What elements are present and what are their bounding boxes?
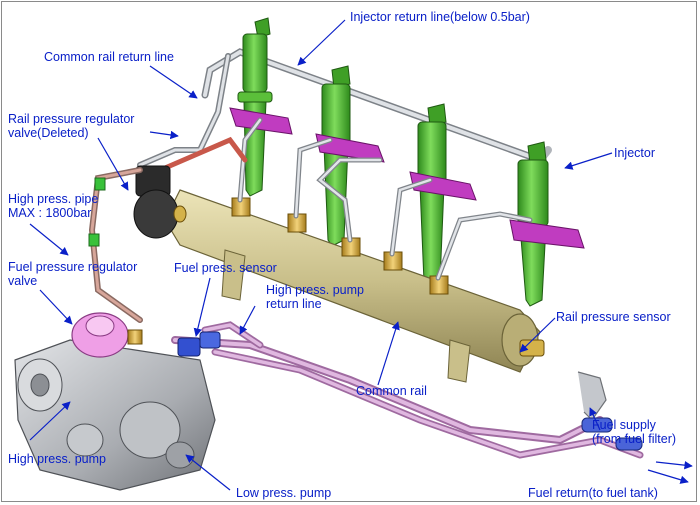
rail-fittings: [231, 197, 449, 295]
label-fuel-pressure-regulator-line1: Fuel pressure regulator: [8, 260, 138, 274]
high-pressure-pump: [14, 339, 216, 491]
label-high-press-pump-return-line: High press. pump return line: [266, 283, 364, 311]
label-common-rail: Common rail: [356, 384, 427, 398]
injector-3: [417, 103, 447, 289]
pump-hoses: [171, 321, 644, 459]
label-fuel-supply: Fuel supply (from fuel filter): [592, 418, 676, 446]
label-fuel-pressure-regulator-line2: valve: [8, 274, 38, 288]
label-fuel-press-sensor: Fuel press. sensor: [174, 261, 277, 275]
rail-pressure-regulator-valve: [133, 136, 248, 239]
label-rail-pressure-sensor: Rail pressure sensor: [556, 310, 671, 324]
leader-lines: [29, 19, 693, 491]
common-rail-body: [164, 189, 541, 383]
fuel-press-sensor-shape: [177, 331, 221, 357]
label-fuel-pressure-regulator: Fuel pressure regulator valve: [8, 260, 137, 288]
fuel-pressure-regulator-valve-shape: [71, 312, 143, 358]
label-injector-return-line: Injector return line(below 0.5bar): [350, 10, 530, 24]
label-high-press-pipe-line1: High press. pipe: [8, 192, 99, 206]
label-rail-pressure-regulator: Rail pressure regulator valve(Deleted): [8, 112, 134, 140]
label-common-rail-return-line: Common rail return line: [44, 50, 174, 64]
label-rail-pressure-regulator-line2: valve(Deleted): [8, 126, 89, 140]
label-high-press-pipe: High press. pipe MAX : 1800bar: [8, 192, 98, 220]
label-injector: Injector: [614, 146, 655, 160]
common-rail-return-line-pipe: [137, 53, 231, 168]
label-fuel-supply-line2: (from fuel filter): [592, 432, 677, 446]
label-high-press-pump: High press. pump: [8, 452, 106, 466]
label-high-press-pipe-line2: MAX : 1800bar: [8, 206, 92, 220]
label-high-press-pump-return-line-line1: High press. pump: [266, 283, 364, 297]
high-pressure-pipe: [88, 167, 143, 323]
injector-4: [517, 141, 549, 307]
injector-feed-pipes: [237, 117, 533, 281]
label-rail-pressure-regulator-line1: Rail pressure regulator: [8, 112, 135, 126]
label-fuel-return: Fuel return(to fuel tank): [528, 486, 658, 500]
label-fuel-supply-line1: Fuel supply: [592, 418, 656, 432]
label-low-press-pump: Low press. pump: [236, 486, 332, 500]
label-high-press-pump-return-line-line2: return line: [266, 297, 322, 311]
fuel-line-bracket: [577, 371, 643, 451]
